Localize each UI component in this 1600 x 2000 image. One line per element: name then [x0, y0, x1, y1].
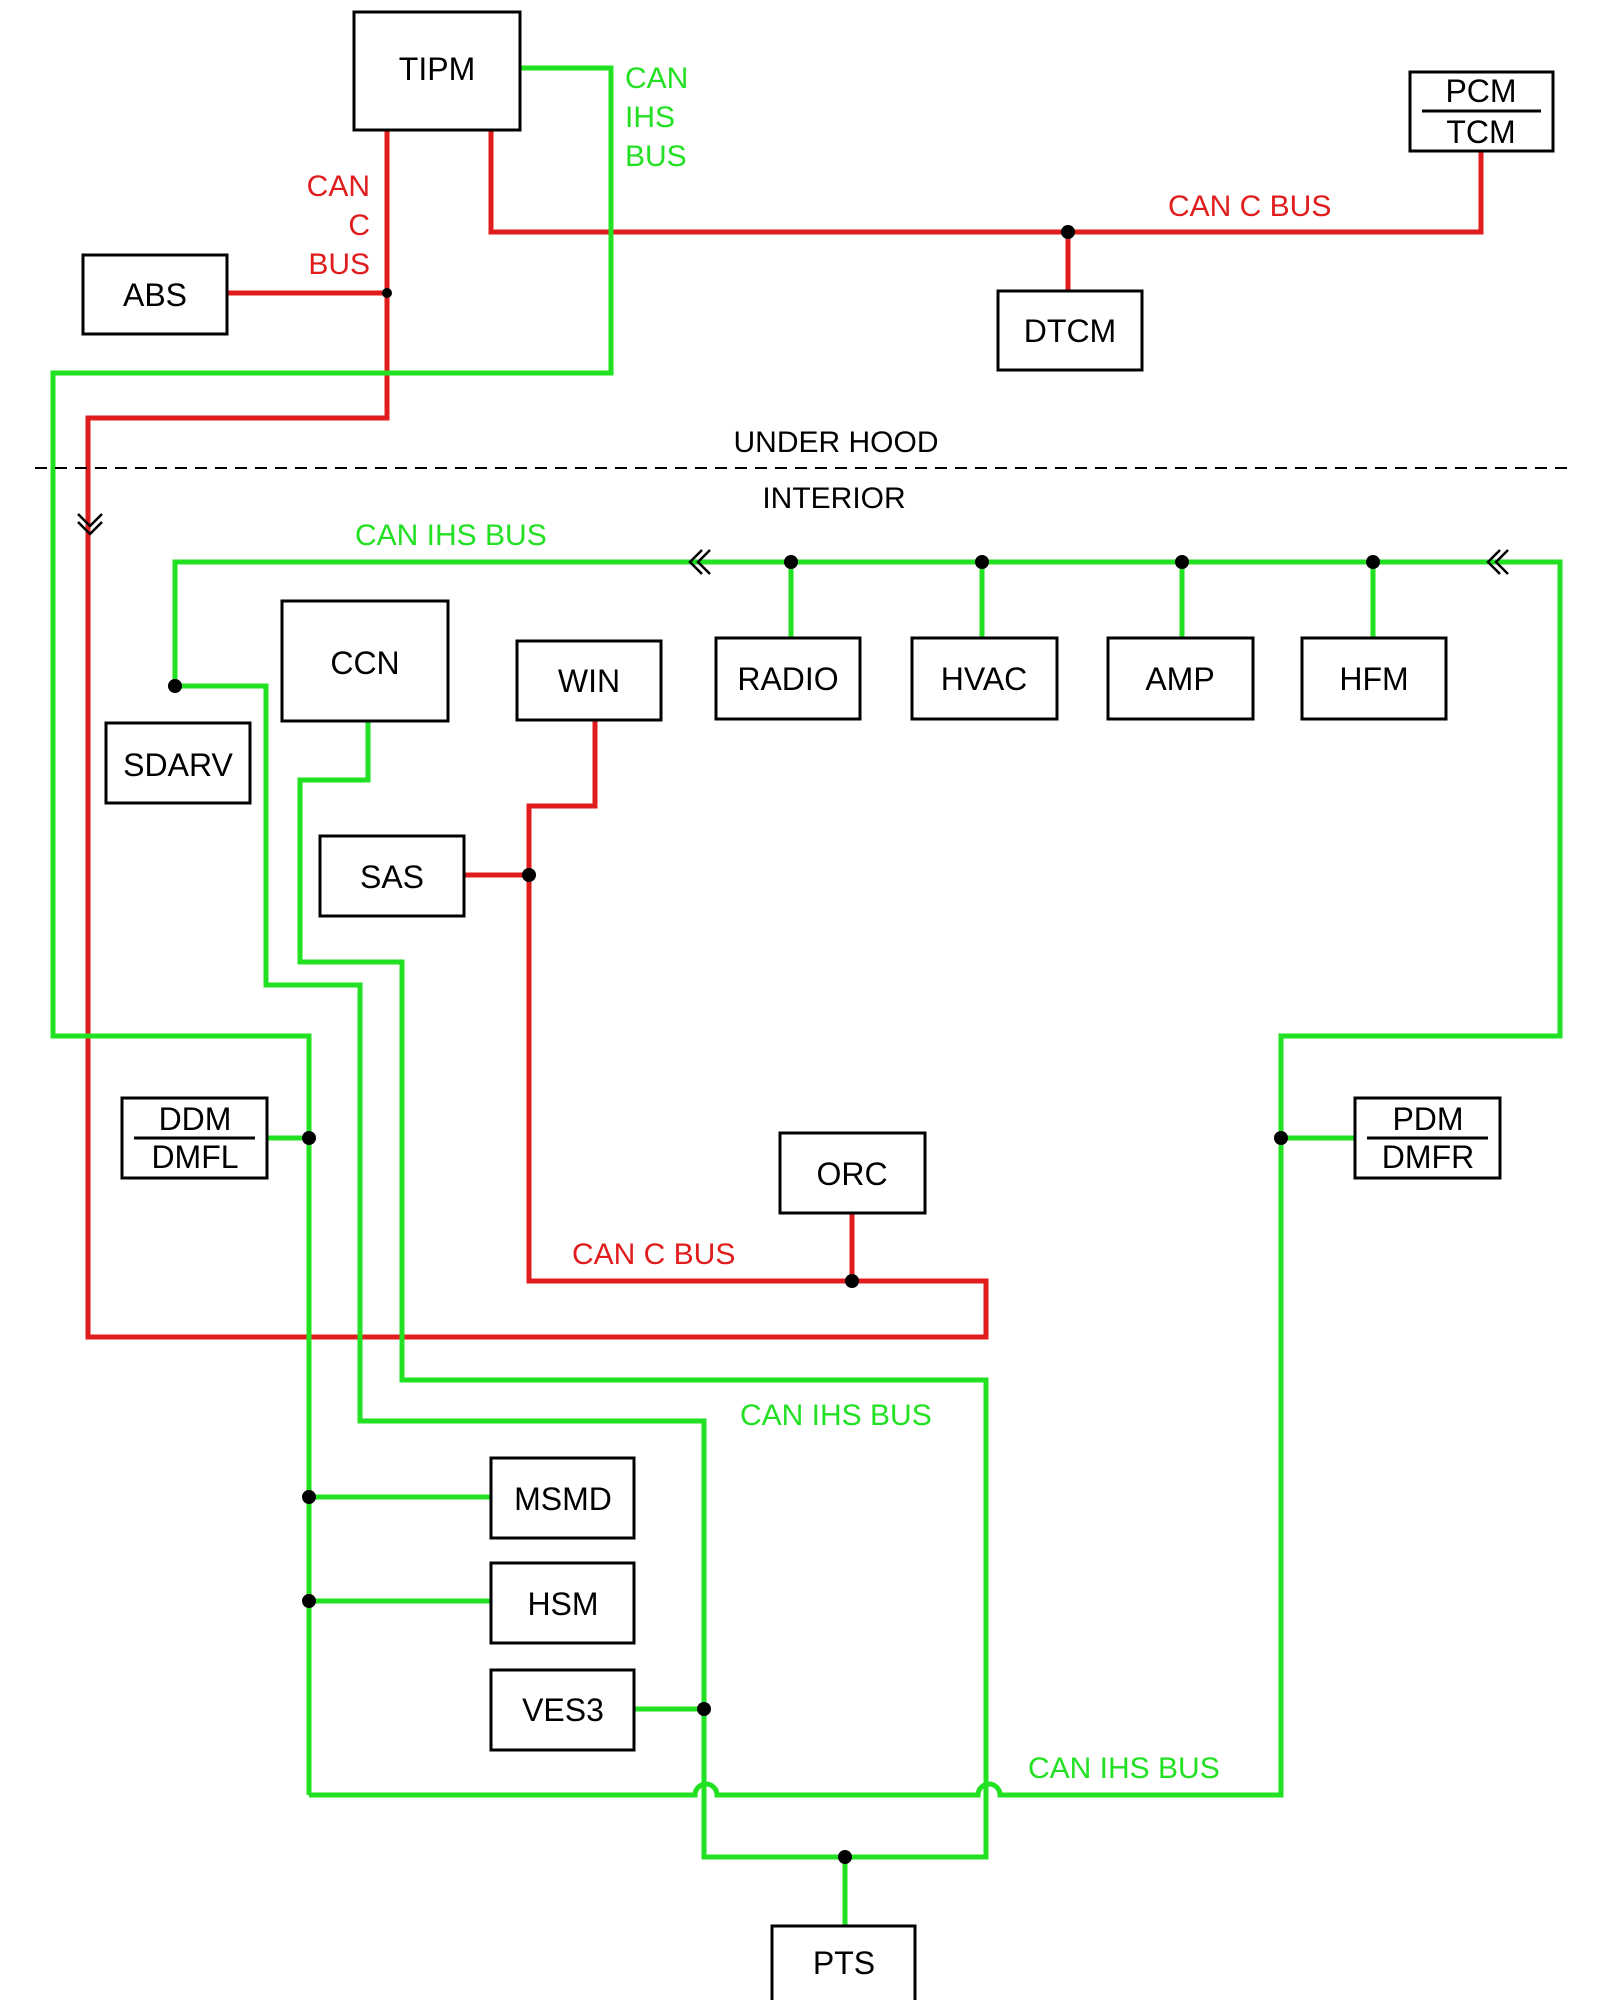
- module-label: TIPM: [399, 51, 475, 87]
- bus-label-can-c-top: CAN C BUS: [1168, 190, 1331, 223]
- module-pcm-tcm: PCM TCM: [1408, 70, 1555, 153]
- connector-chevron-green-left: [688, 549, 703, 575]
- splice-points: [168, 225, 1380, 1864]
- module-sas: SAS: [318, 834, 466, 918]
- splice-dot: [302, 1490, 316, 1504]
- bus-label-tipm-c: C: [348, 209, 370, 242]
- splice-dot: [1175, 555, 1189, 569]
- module-label: DMFR: [1382, 1139, 1474, 1175]
- module-label: MSMD: [514, 1481, 612, 1517]
- splice-dot: [522, 868, 536, 882]
- module-label: PDM: [1392, 1101, 1463, 1137]
- bus-label-tipm-c: CAN: [307, 170, 370, 203]
- module-label: VES3: [522, 1692, 604, 1728]
- connector-chevrons: [77, 513, 1509, 575]
- connector-chevron-green-left: [696, 549, 711, 575]
- module-win: WIN: [515, 639, 663, 722]
- bus-label-tipm-ihs: IHS: [625, 101, 675, 134]
- module-label: DDM: [159, 1101, 232, 1137]
- module-label: HFM: [1339, 661, 1408, 697]
- module-radio: RADIO: [714, 636, 862, 721]
- module-label: AMP: [1145, 661, 1214, 697]
- bus-label-can-ihs-interior: CAN IHS BUS: [355, 519, 547, 552]
- module-hsm: HSM: [489, 1561, 636, 1645]
- splice-dot: [168, 679, 182, 693]
- module-label: SDARV: [123, 747, 233, 783]
- module-label: RADIO: [737, 661, 838, 697]
- splice-dot: [838, 1850, 852, 1864]
- can-c-bus-wires: [85, 108, 1484, 1340]
- splice-dot: [1366, 555, 1380, 569]
- module-ddm-dmfl: DDM DMFL: [120, 1096, 269, 1180]
- can-ihs-bus-wires: [50, 65, 1563, 1926]
- bus-label-tipm-ihs: BUS: [625, 140, 687, 173]
- section-label-under-hood: UNDER HOOD: [733, 426, 938, 459]
- module-amp: AMP: [1106, 636, 1255, 721]
- module-label: HVAC: [941, 661, 1028, 697]
- connector-chevron-red: [77, 513, 103, 528]
- bus-label-can-c-interior: CAN C BUS: [572, 1238, 735, 1271]
- module-label: DMFL: [151, 1139, 238, 1175]
- module-label: PTS: [813, 1945, 875, 1981]
- can-ihs-bus-sdarv-branch: [175, 683, 989, 1860]
- bus-label-tipm-c: BUS: [308, 248, 370, 281]
- splice-dot: [302, 1594, 316, 1608]
- module-sdarv: SDARV: [104, 721, 252, 805]
- module-label: PCM: [1445, 73, 1516, 109]
- splice-dot: [302, 1131, 316, 1145]
- connector-chevron-green-right: [1494, 549, 1509, 575]
- module-hfm: HFM: [1300, 636, 1448, 721]
- module-abs: ABS: [81, 253, 229, 336]
- connector-chevron-red: [77, 521, 103, 536]
- splice-dot: [845, 1274, 859, 1288]
- can-c-bus-top-run: [488, 108, 1484, 235]
- can-c-bus-main-loop: [85, 108, 989, 1340]
- can-ihs-bus-tipm-run: [50, 65, 614, 1795]
- module-label: DTCM: [1024, 313, 1116, 349]
- module-hvac: HVAC: [910, 636, 1059, 721]
- bus-label-can-ihs-mid: CAN IHS BUS: [740, 1399, 932, 1432]
- module-label: CCN: [330, 645, 399, 681]
- module-ves3: VES3: [489, 1668, 636, 1752]
- bus-label-tipm-ihs: CAN: [625, 62, 688, 95]
- module-label: SAS: [360, 859, 424, 895]
- module-label: TCM: [1446, 114, 1515, 150]
- module-ccn: CCN: [280, 599, 450, 723]
- splice-dot: [1274, 1131, 1288, 1145]
- module-pdm-dmfr: PDM DMFR: [1353, 1096, 1502, 1180]
- module-tipm: TIPM: [352, 10, 522, 132]
- splice-dot: [975, 555, 989, 569]
- bus-label-can-ihs-bottom: CAN IHS BUS: [1028, 1752, 1220, 1785]
- splice-dot: [1061, 225, 1075, 239]
- splice-dot: [784, 555, 798, 569]
- module-msmd: MSMD: [489, 1456, 636, 1540]
- splice-dot: [382, 288, 392, 298]
- splice-dot: [697, 1702, 711, 1716]
- module-label: ABS: [123, 277, 187, 313]
- module-orc: ORC: [778, 1131, 927, 1215]
- module-label: ORC: [816, 1156, 887, 1192]
- module-label: HSM: [527, 1586, 598, 1622]
- section-label-interior: INTERIOR: [762, 482, 905, 515]
- module-label: WIN: [558, 663, 620, 699]
- module-pts: PTS: [770, 1924, 917, 2000]
- can-ihs-bus-bottom-run: [172, 559, 1563, 1798]
- connector-chevron-green-right: [1486, 549, 1501, 575]
- module-dtcm: DTCM: [996, 289, 1144, 372]
